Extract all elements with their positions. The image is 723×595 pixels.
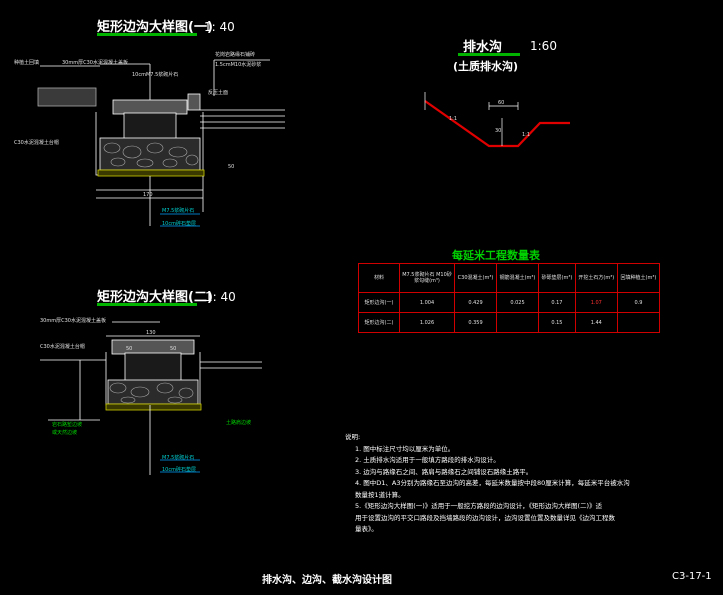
table-header-row: 材料 M7.5浆砌片石 M10砂浆勾缝(m³) C30混凝土(m³) 钢筋混凝土… [358, 263, 661, 293]
detail1-title-underline [97, 33, 197, 36]
d1-label-rubble: 10cmM7.5浆砌片石 [132, 72, 179, 78]
table-header-cell: C30混凝土(m³) [454, 263, 497, 293]
detail1-section [37, 59, 285, 227]
table-cell: 1.07 [574, 292, 618, 313]
table-cell: 0.17 [538, 292, 576, 313]
drain-subtitle: (土质排水沟) [453, 60, 519, 73]
d1-dim-width: 170 [143, 192, 153, 198]
table-cell: 矩形边沟(一) [358, 292, 400, 313]
table-cell [495, 312, 540, 333]
note-item: 用于设置边沟的平交口路段及挡墙路段的边沟设计，边沟设置位置及数量详见《边沟工程数 [355, 513, 615, 522]
d1-label-mortar: 1.5cmM10水泥砂浆 [215, 62, 262, 68]
note-item: 数量按1道计算。 [355, 490, 405, 499]
table-header-cell: 钢筋混凝土(m³) [495, 263, 540, 293]
table-cell: 0.9 [616, 292, 661, 313]
d2-label-cover-slab: 30mm厚C30水泥混凝土盖板 [40, 318, 106, 324]
drain-scale: 1:60 [530, 39, 557, 53]
drain-title: 排水沟 [463, 40, 503, 55]
d1-label-backfill: 种植土回填 [14, 60, 40, 66]
table-cell: 0.429 [454, 292, 497, 313]
d2-dim-width: 130 [146, 330, 156, 336]
note-item: 2. 土质排水沟适用于一般填方路段的排水沟设计。 [355, 456, 500, 464]
table-header-cell: 开挖土石方(m³) [574, 263, 618, 293]
note-item: 1. 图中标注尺寸均以厘米为单位。 [355, 444, 455, 453]
d2-label-natural-slope: 或天然边坡 [52, 430, 78, 436]
drain-title-underline [458, 53, 520, 56]
detail1-title: 矩形边沟大样图(一) [97, 20, 213, 35]
d1-label-backfill-surface: 反压土面 [208, 90, 229, 96]
table-header-cell: M7.5浆砌片石 M10砂浆勾缝(m³) [399, 263, 455, 293]
drawing-title: 排水沟、边沟、截水沟设计图 [262, 575, 392, 586]
table-cell: 0.15 [538, 312, 576, 333]
notes-heading: 说明: [345, 433, 361, 441]
table-cell: 1.004 [399, 292, 455, 313]
table-cell: 矩形边沟(二) [358, 312, 400, 333]
d2-label-capping: C30水泥混凝土台帽 [40, 344, 85, 350]
table-header-cell: 砂砾垫层(m³) [538, 263, 576, 293]
d1-label-gravel: 10cm碎石垫层 [162, 221, 196, 227]
table-row: 矩形边沟(二) 1.026 0.359 0.15 1.44 [358, 312, 661, 333]
detail2-scale: 1: 40 [205, 290, 236, 304]
d1-dim-side: 50 [228, 164, 235, 170]
detail2-title-underline [97, 303, 197, 306]
table-header-cell: 材料 [358, 263, 400, 293]
table-header-cell: 回填种植土(m³) [616, 263, 661, 293]
d2-label-rock-slope: 岩石路堑边坡 [52, 422, 83, 428]
drawing-number: C3-17-1 [672, 571, 712, 582]
drain-dim-bottom: 60 [498, 100, 505, 106]
notes-block: 说明: 1. 图中标注尺寸均以厘米为单位。 2. 土质排水沟适用于一般填方路段的… [345, 432, 690, 536]
drain-dim-slope-right: 1:1 [522, 132, 531, 138]
note-item: 5.《矩形边沟大样图(一)》适用于一般挖方路段的边沟设计，《矩形边沟大样图(二)… [355, 502, 603, 510]
d1-label-cover-slab: 30mm厚C30水泥混凝土盖板 [62, 60, 128, 66]
drain-section [424, 92, 570, 148]
d2-dim-left: 50 [126, 346, 133, 352]
note-item: 量表》。 [355, 525, 378, 533]
detail1-rock-fill [103, 142, 199, 168]
note-item: 3. 边沟与路缘石之间、路肩与路缘石之间铺设石路缘土路平。 [355, 467, 533, 476]
table-row: 矩形边沟(一) 1.004 0.429 0.025 0.17 1.07 0.9 [358, 292, 661, 313]
d2-dim-right: 50 [170, 346, 177, 352]
drain-dim-slope-left: 1:1 [449, 116, 458, 122]
d2-label-masonry: M7.5浆砌片石 [162, 455, 195, 461]
d1-label-curbstone: 花岗岩路缘石铺砖 [215, 52, 256, 58]
detail2-title: 矩形边沟大样图(二) [97, 290, 213, 305]
drain-dim-depth: 30 [495, 128, 502, 134]
d2-label-shoulder-slope: 土路肩边坡 [226, 420, 252, 426]
note-item: 4. 图中D1、A3分别为路缘石至边沟的高差，每延米数量按中段80厘米计算，每延… [355, 479, 630, 487]
table-cell: 1.026 [399, 312, 455, 333]
table-cell: 0.359 [454, 312, 497, 333]
d1-label-capping: C30水泥混凝土台帽 [14, 140, 59, 146]
table-cell [616, 312, 661, 333]
quantity-table: 材料 M7.5浆砌片石 M10砂浆勾缝(m³) C30混凝土(m³) 钢筋混凝土… [358, 263, 661, 333]
table-cell: 0.025 [495, 292, 540, 313]
detail2-rock-fill [109, 382, 194, 404]
table-cell: 1.44 [574, 312, 618, 333]
quantity-table-title: 每延米工程数量表 [452, 249, 540, 262]
detail1-scale: 1: 40 [204, 20, 235, 34]
d2-label-gravel: 10cm碎石垫层 [162, 467, 196, 473]
d1-label-masonry: M7.5浆砌片石 [162, 208, 195, 214]
